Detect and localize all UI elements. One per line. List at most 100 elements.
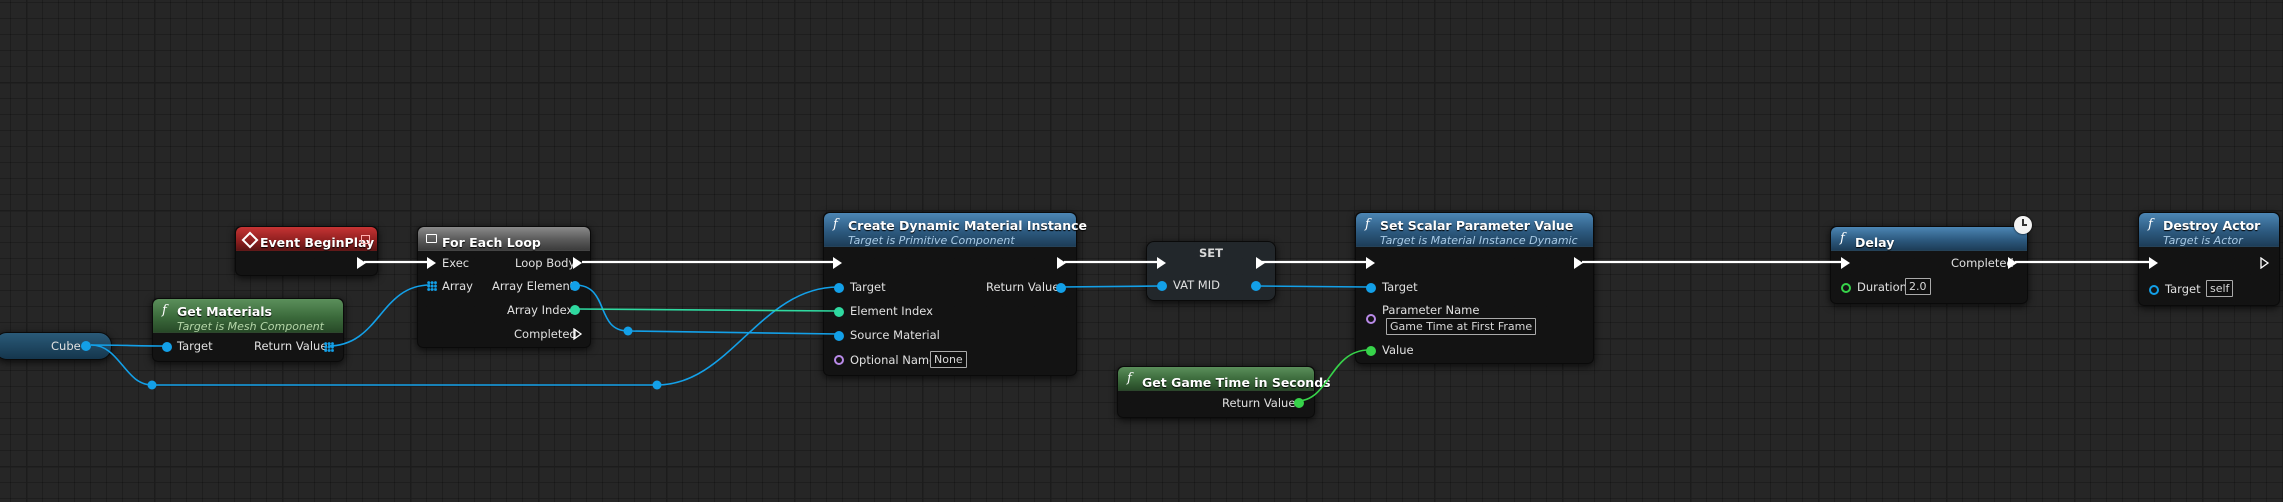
create-dmi-header[interactable]: f Create Dynamic Material Instance Targe…: [824, 213, 1088, 247]
destroy-actor-node[interactable]: f Destroy Actor Target is Actor Target s…: [2138, 212, 2280, 306]
create-dmi-source-material-pin[interactable]: [834, 331, 844, 341]
for-each-loop-title: For Each Loop: [442, 235, 541, 250]
event-diamond-icon: [241, 231, 259, 249]
function-icon: f: [2148, 217, 2153, 232]
get-materials-header[interactable]: f Get Materials Target is Mesh Component: [153, 299, 343, 333]
create-dmi-optional-name-label: Optional Name: [850, 353, 937, 367]
delay-duration-pin[interactable]: [1841, 283, 1851, 293]
function-icon: f: [1840, 231, 1845, 246]
event-beginplay-header[interactable]: Event BeginPlay: [236, 227, 377, 251]
set-scalar-target-label: Target: [1382, 280, 1418, 294]
loop-array-element-label: Array Element: [492, 279, 575, 293]
cube-output-pin[interactable]: [81, 341, 91, 351]
set-exec-out-pin[interactable]: [1256, 257, 1265, 269]
loop-body-label: Loop Body: [515, 256, 576, 270]
get-game-time-header[interactable]: f Get Game Time in Seconds: [1118, 367, 1331, 391]
create-dmi-exec-in-pin[interactable]: [833, 257, 842, 269]
get-game-time-title: Get Game Time in Seconds: [1142, 375, 1331, 390]
wire-element-to-source-material: [574, 284, 839, 335]
cube-variable-node[interactable]: Cube: [0, 332, 112, 360]
loop-array-in-pin[interactable]: [427, 281, 437, 291]
destroy-actor-exec-in-pin[interactable]: [2149, 257, 2158, 269]
delay-duration-label: Duration: [1857, 280, 1907, 294]
set-scalar-parameter-name-pin[interactable]: [1366, 314, 1376, 324]
set-scalar-value-pin[interactable]: [1366, 346, 1376, 356]
delay-completed-exec-pin[interactable]: [2008, 257, 2017, 269]
set-scalar-value-label: Value: [1382, 343, 1414, 357]
get-materials-target-pin[interactable]: [162, 342, 172, 352]
reroute-knot[interactable]: [147, 380, 157, 390]
delay-node[interactable]: f Delay Completed Duration 2.0: [1830, 216, 2032, 304]
function-icon: f: [1365, 217, 1370, 232]
destroy-actor-title: Destroy Actor: [2163, 218, 2261, 233]
loop-array-element-pin[interactable]: [570, 281, 580, 291]
get-game-time-return-pin[interactable]: [1294, 398, 1304, 408]
optional-name-input[interactable]: None: [930, 351, 967, 368]
event-beginplay-title: Event BeginPlay: [260, 235, 375, 250]
delegate-square-icon[interactable]: [361, 235, 370, 244]
create-dmi-node[interactable]: f Create Dynamic Material Instance Targe…: [823, 212, 1088, 376]
set-scalar-target-pin[interactable]: [1366, 283, 1376, 293]
get-materials-target-label: Target: [177, 339, 213, 353]
reroute-knot[interactable]: [652, 380, 662, 390]
delay-duration-input[interactable]: 2.0: [1905, 278, 1931, 295]
create-dmi-subtitle: Target is Primitive Component: [848, 234, 1015, 247]
create-dmi-target-label: Target: [850, 280, 886, 294]
loop-array-index-pin[interactable]: [570, 305, 580, 315]
set-scalar-param-header[interactable]: f Set Scalar Parameter Value Target is M…: [1356, 213, 1593, 247]
beginplay-exec-out-pin[interactable]: [357, 257, 366, 269]
destroy-actor-target-label: Target: [2165, 282, 2201, 296]
get-game-time-node[interactable]: f Get Game Time in Seconds Return Value: [1117, 366, 1331, 418]
delay-completed-label: Completed: [1951, 256, 2014, 270]
for-each-loop-header[interactable]: For Each Loop: [418, 227, 590, 251]
set-exec-in-pin[interactable]: [1157, 257, 1166, 269]
create-dmi-element-index-label: Element Index: [850, 304, 933, 318]
set-vat-mid-label: VAT MID: [1173, 278, 1220, 292]
set-scalar-param-title: Set Scalar Parameter Value: [1380, 218, 1574, 233]
for-each-loop-node[interactable]: For Each Loop Exec Loop Body Array Array…: [417, 226, 591, 348]
create-dmi-target-pin[interactable]: [834, 283, 844, 293]
create-dmi-element-index-pin[interactable]: [834, 307, 844, 317]
set-variable-node[interactable]: SET VAT MID: [1146, 241, 1276, 301]
parameter-name-input[interactable]: Game Time at First Frame: [1386, 318, 1537, 335]
get-materials-return-array-pin[interactable]: [324, 342, 334, 352]
delay-title: Delay: [1855, 235, 1895, 250]
destroy-actor-subtitle: Target is Actor: [2163, 234, 2243, 247]
loop-exec-label: Exec: [442, 256, 470, 270]
delay-exec-in-pin[interactable]: [1841, 257, 1850, 269]
set-scalar-exec-out-pin[interactable]: [1574, 257, 1583, 269]
function-icon: f: [162, 303, 167, 318]
loop-array-label: Array: [442, 279, 473, 293]
set-title: SET: [1199, 246, 1223, 260]
wire-index-to-element-index: [574, 308, 839, 312]
function-icon: f: [1127, 371, 1132, 386]
latent-clock-icon: [2014, 216, 2032, 234]
cube-label: Cube: [51, 339, 81, 353]
delay-header[interactable]: f Delay: [1831, 227, 2027, 251]
get-materials-subtitle: Target is Mesh Component: [177, 320, 324, 333]
reroute-knot[interactable]: [623, 326, 633, 336]
set-vat-mid-out-pin[interactable]: [1251, 281, 1261, 291]
loop-completed-exec-pin[interactable]: [573, 328, 583, 340]
loop-exec-in-pin[interactable]: [427, 257, 436, 269]
create-dmi-exec-out-pin[interactable]: [1057, 257, 1066, 269]
create-dmi-return-pin[interactable]: [1056, 283, 1066, 293]
get-materials-node[interactable]: f Get Materials Target is Mesh Component…: [152, 298, 344, 362]
set-scalar-parameter-name-label: Parameter Name: [1382, 303, 1480, 317]
set-scalar-param-subtitle: Target is Material Instance Dynamic: [1380, 234, 1578, 247]
create-dmi-return-label: Return Value: [986, 280, 1060, 294]
set-scalar-param-node[interactable]: f Set Scalar Parameter Value Target is M…: [1355, 212, 1594, 364]
set-scalar-exec-in-pin[interactable]: [1366, 257, 1375, 269]
destroy-actor-target-input[interactable]: self: [2206, 280, 2234, 297]
create-dmi-optional-name-pin[interactable]: [834, 355, 844, 365]
get-materials-return-label: Return Value: [254, 339, 328, 353]
set-vat-mid-in-pin[interactable]: [1157, 281, 1167, 291]
destroy-actor-target-pin[interactable]: [2149, 285, 2159, 295]
destroy-actor-exec-out-pin[interactable]: [2260, 257, 2270, 269]
loop-array-index-label: Array Index: [507, 303, 574, 317]
destroy-actor-header[interactable]: f Destroy Actor Target is Actor: [2139, 213, 2279, 247]
create-dmi-source-material-label: Source Material: [850, 328, 940, 342]
loop-body-exec-out-pin[interactable]: [573, 257, 582, 269]
event-beginplay-node[interactable]: Event BeginPlay: [235, 226, 378, 276]
create-dmi-title: Create Dynamic Material Instance: [848, 218, 1088, 233]
